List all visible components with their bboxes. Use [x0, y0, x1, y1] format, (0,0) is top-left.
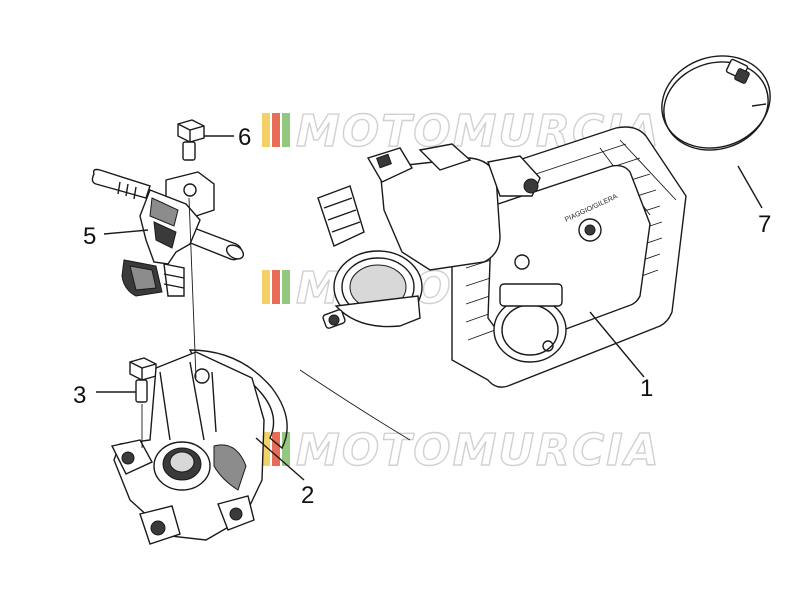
watermark-text: MOTOMURCIA: [296, 425, 661, 476]
callout-5-label: 5: [83, 223, 96, 250]
leader-lines: [141, 197, 411, 448]
callout-6-label: 6: [238, 124, 251, 151]
callout-3-label: 3: [73, 382, 86, 409]
part-6-bolt[interactable]: [177, 119, 205, 161]
part-3-bolt[interactable]: [129, 357, 157, 403]
callout-1-label: 1: [640, 375, 653, 402]
callout-lines: [96, 135, 763, 481]
callout-7-label: 7: [758, 211, 771, 238]
callout-2-label: 2: [301, 482, 314, 509]
part-2-manifold[interactable]: [110, 349, 288, 545]
watermark-bottom: MOTOMURCIA: [262, 424, 661, 477]
part-1-throttle-body[interactable]: PIAGGIO/GILERA: [317, 126, 687, 388]
part-7-hose-clamp[interactable]: [650, 42, 782, 163]
part-5-injector[interactable]: [91, 168, 245, 297]
